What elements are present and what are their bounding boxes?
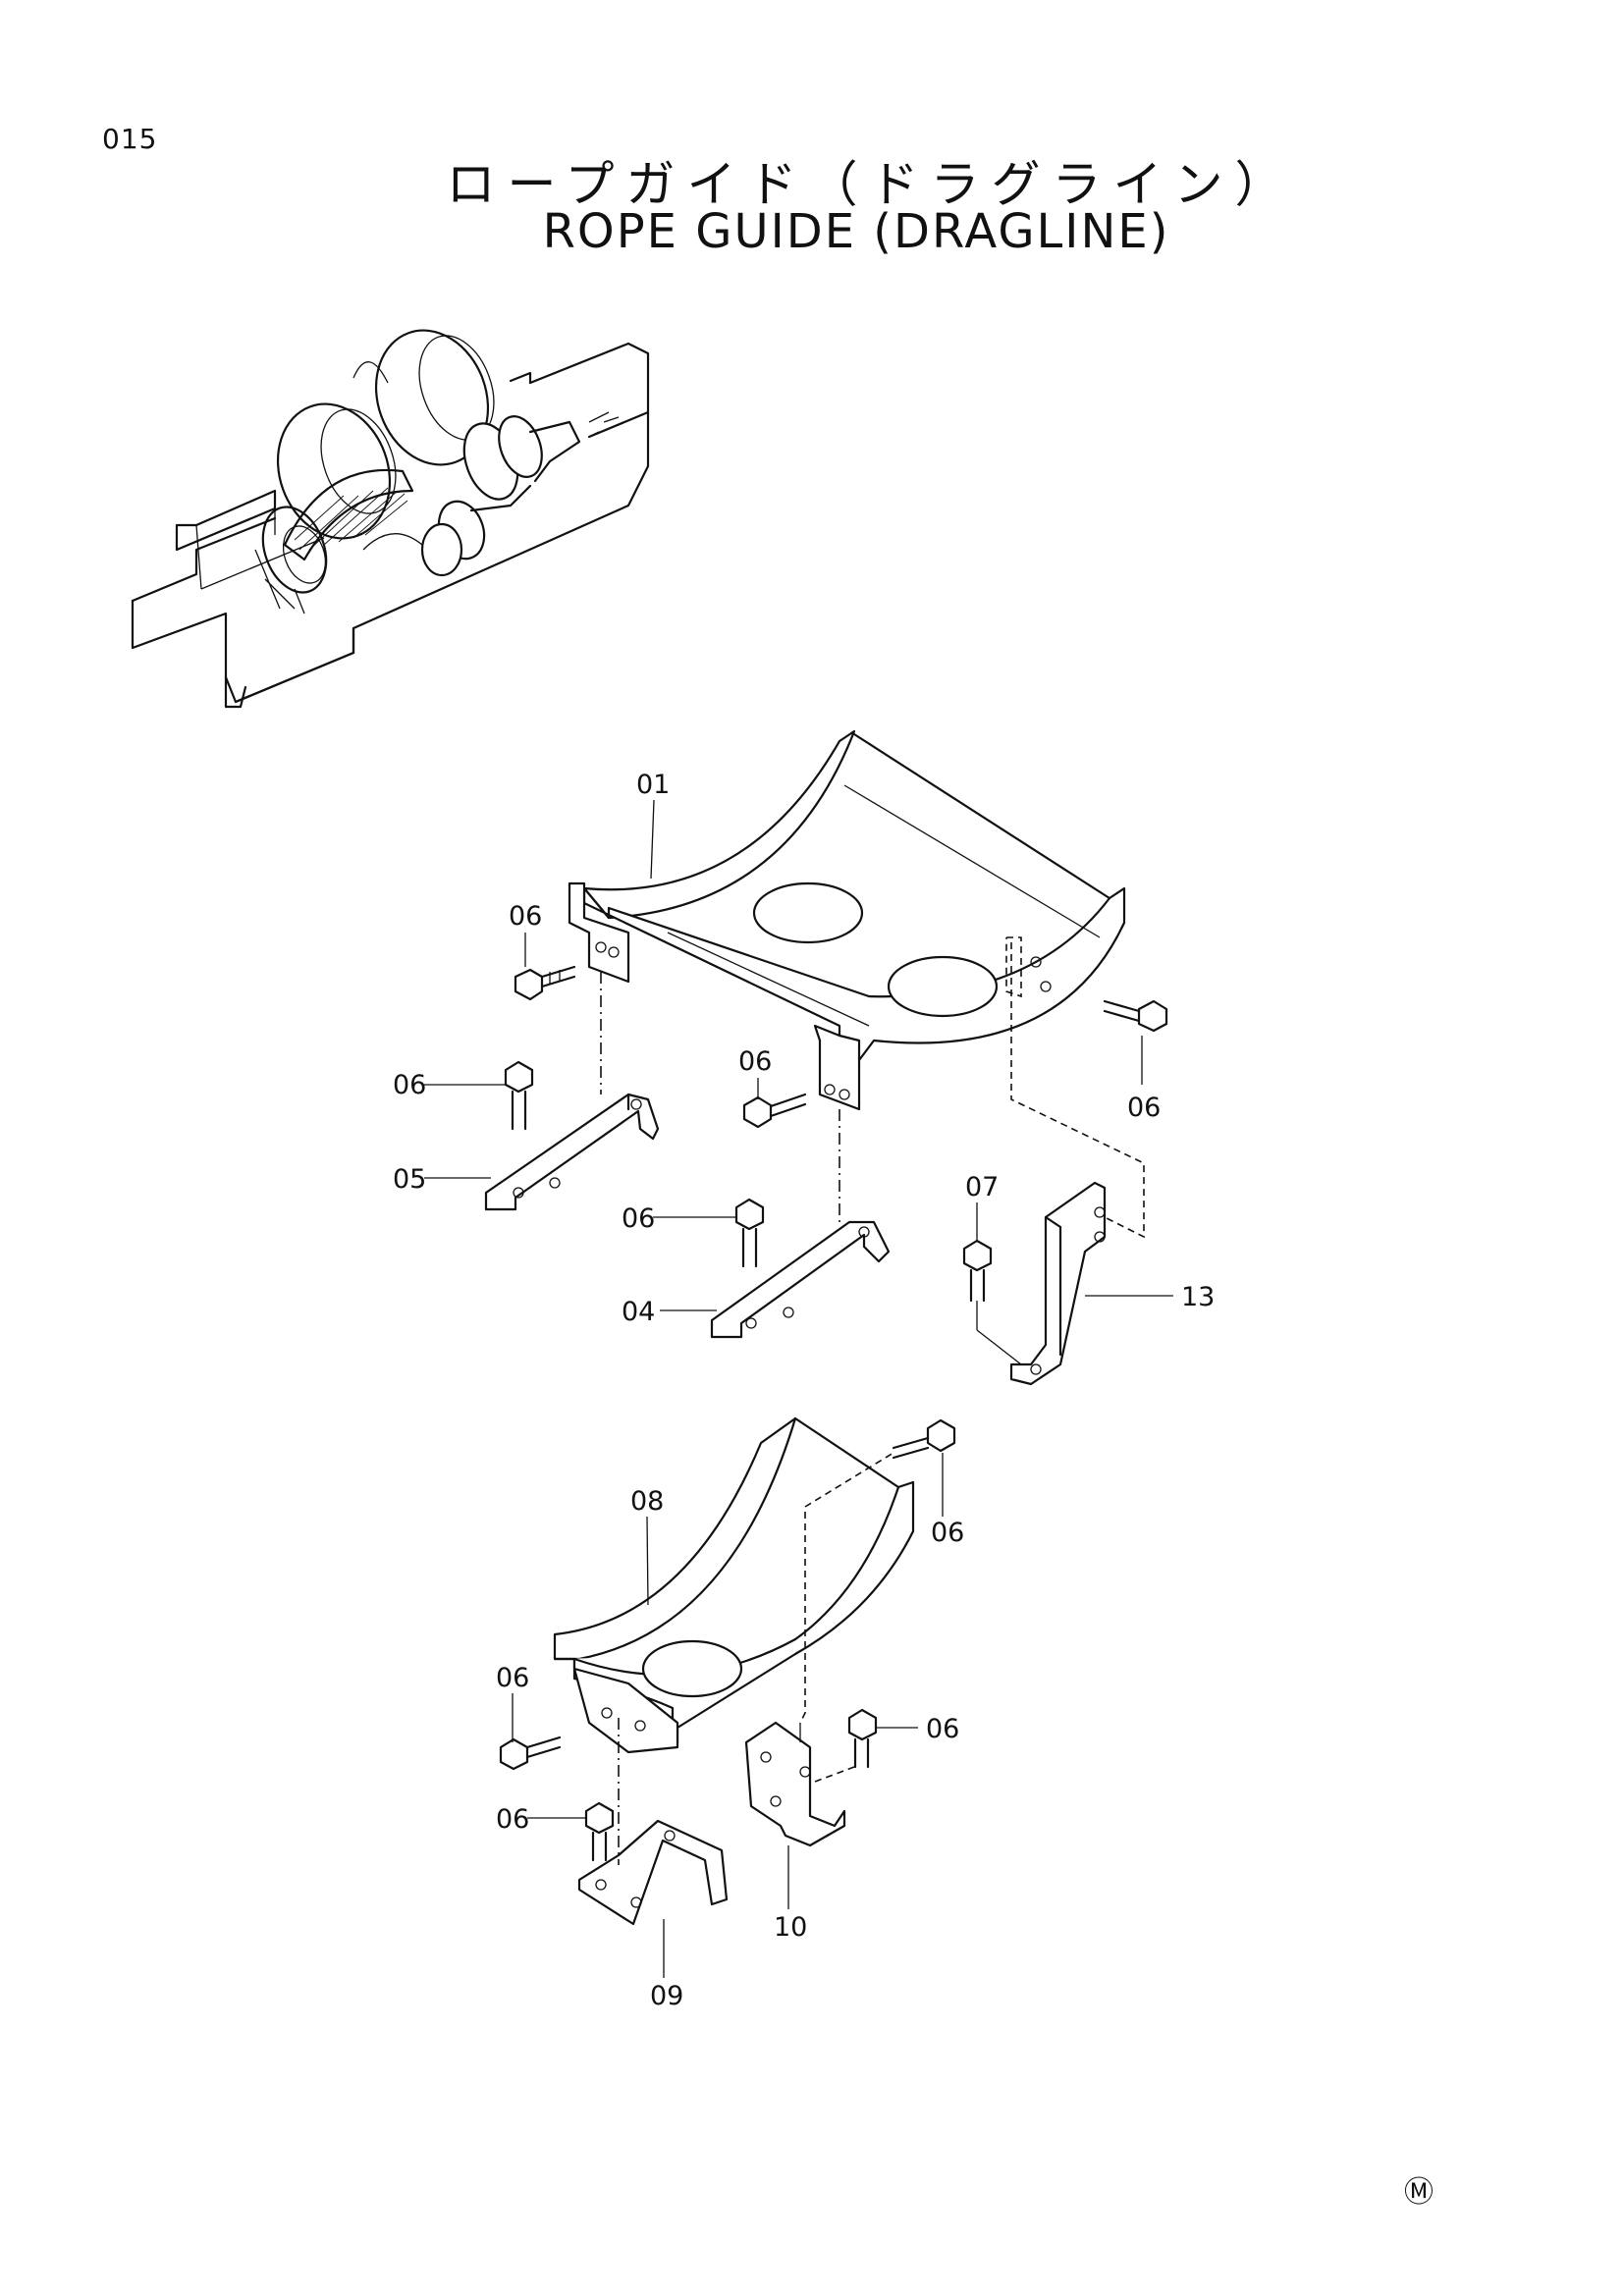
bolt-06-bracket-05 bbox=[504, 1060, 534, 1131]
bracket-04 bbox=[710, 1220, 891, 1339]
bolt-06-bracket-09 bbox=[584, 1801, 615, 1862]
bracket-10 bbox=[744, 1721, 846, 1847]
page-number: 015 bbox=[102, 123, 158, 155]
callout-06: 06 bbox=[931, 1518, 964, 1548]
bolt-06-lower-right bbox=[847, 1708, 878, 1769]
callout-06: 06 bbox=[496, 1663, 529, 1693]
callout-06: 06 bbox=[738, 1046, 772, 1077]
callout-06: 06 bbox=[393, 1070, 426, 1100]
callout-06: 06 bbox=[509, 901, 542, 932]
leader-lines bbox=[424, 799, 1173, 1978]
hatched-rope-guide bbox=[294, 487, 408, 551]
m-mark-symbol: Ⓜ bbox=[1404, 2175, 1434, 2210]
bolt-06-lower-top bbox=[892, 1418, 956, 1460]
overview-illustration bbox=[131, 329, 650, 709]
callout-13: 13 bbox=[1181, 1282, 1215, 1312]
callout-01: 01 bbox=[636, 770, 670, 800]
title-english: ROPE GUIDE (DRAGLINE) bbox=[542, 204, 1170, 259]
callout-06: 06 bbox=[496, 1804, 529, 1835]
bolt-06-upper-left bbox=[514, 965, 576, 1001]
callout-04: 04 bbox=[622, 1297, 655, 1327]
bolt-06-upper-right bbox=[1103, 999, 1168, 1033]
rope-guide-upper-part-01 bbox=[568, 729, 1126, 1111]
rope-guide-lower-part-08 bbox=[553, 1416, 915, 1754]
callout-10: 10 bbox=[774, 1912, 807, 1943]
bolt-07 bbox=[962, 1239, 993, 1303]
bolt-06-lower-left bbox=[499, 1735, 562, 1771]
callout-07: 07 bbox=[965, 1172, 999, 1202]
bracket-09 bbox=[577, 1819, 729, 1926]
bolt-06-upper-center bbox=[742, 1093, 807, 1129]
bracket-05 bbox=[484, 1093, 660, 1211]
callout-05: 05 bbox=[393, 1164, 426, 1195]
callout-08: 08 bbox=[630, 1486, 664, 1517]
title-japanese: ロープガイド（ドラグライン） bbox=[446, 156, 1296, 213]
bolt-06-bracket-04 bbox=[734, 1198, 765, 1268]
callout-06: 06 bbox=[1127, 1093, 1161, 1123]
callout-06: 06 bbox=[622, 1203, 655, 1234]
callout-06: 06 bbox=[926, 1714, 959, 1744]
bracket-13 bbox=[1009, 1181, 1107, 1386]
callout-09: 09 bbox=[650, 1981, 683, 2011]
